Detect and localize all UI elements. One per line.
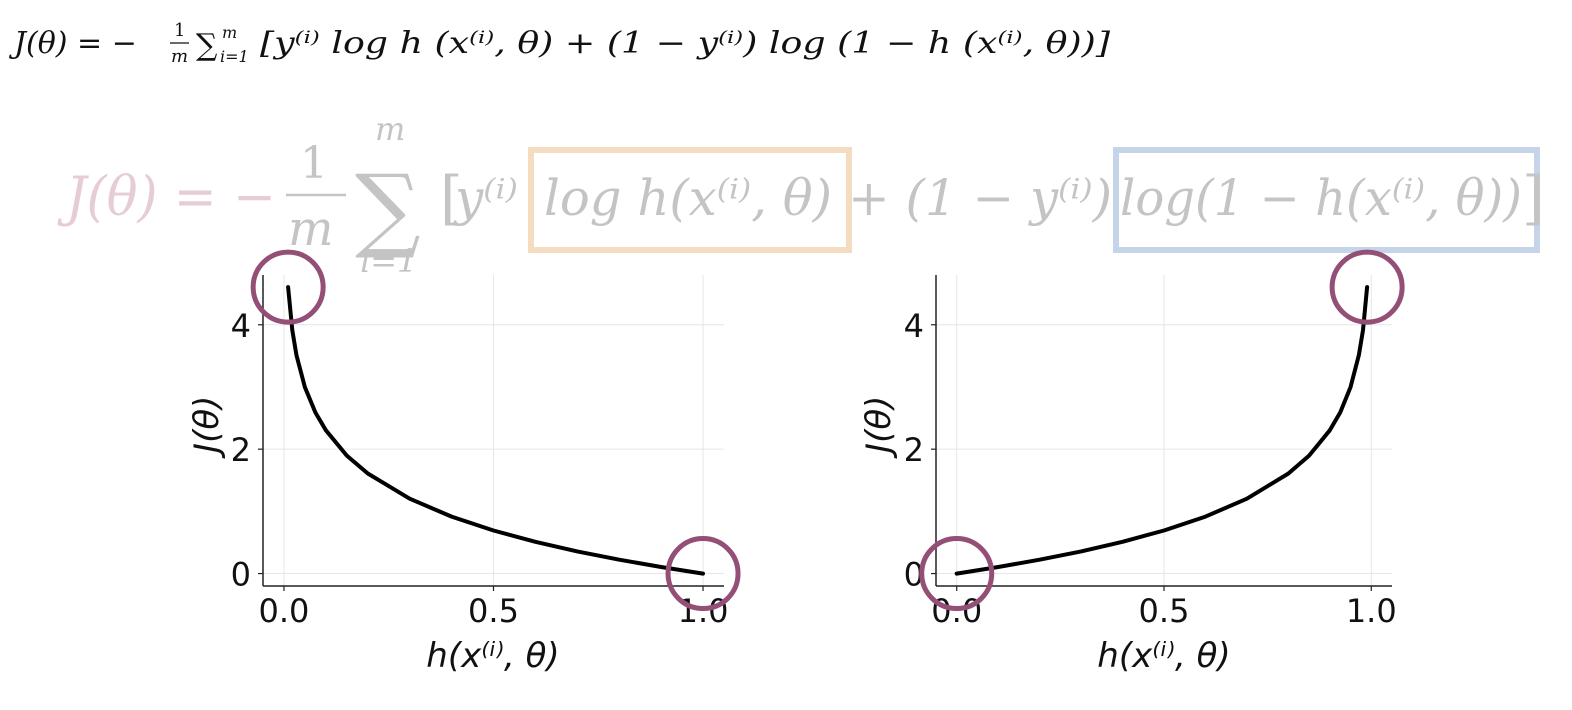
- x-axis-label: h(x⁽ⁱ⁾, θ): [426, 636, 559, 676]
- y-axis-label: J(θ): [859, 396, 899, 459]
- formula-big-bracket-close: ]: [1522, 164, 1545, 232]
- formula-top-sum-lower: i=1: [220, 47, 249, 66]
- y-tick-label: 0: [231, 556, 251, 594]
- formula-top-lhs: J(θ) = −: [8, 26, 137, 61]
- x-axis-label: h(x⁽ⁱ⁾, θ): [1097, 636, 1230, 676]
- formula-big-bracket-open: [: [440, 164, 463, 232]
- highlight-circle: [250, 249, 326, 325]
- formula-top-sum-symbol: ∑: [196, 28, 218, 63]
- highlight-circle: [665, 536, 741, 612]
- formula-big: J(θ) = − 1 m ∑ m i=1 [ y⁽ⁱ⁾ log h(x⁽ⁱ⁾, …: [57, 110, 1545, 280]
- formula-big-frac-num: 1: [300, 138, 328, 189]
- y-tick-label: 4: [904, 307, 924, 345]
- formula-big-lhs: J(θ) = −: [57, 165, 276, 228]
- x-tick-label: 0.5: [468, 592, 519, 630]
- y-tick-label: 0: [904, 556, 924, 594]
- y-axis-label: J(θ): [187, 396, 227, 459]
- y-tick-label: 4: [231, 307, 251, 345]
- formula-big-term1-box: [528, 147, 852, 253]
- formula-top-sum-upper: m: [222, 23, 237, 42]
- formula-top: J(θ) = − 1 m ∑ m i=1 [y⁽ⁱ⁾ log h (x⁽ⁱ⁾, …: [8, 20, 1110, 67]
- formula-top-frac-num: 1: [174, 20, 185, 41]
- x-tick-label: 1.0: [1346, 592, 1397, 630]
- formula-big-plus-term: + (1 − y⁽ⁱ⁾): [848, 169, 1112, 227]
- formula-top-frac-den: m: [171, 46, 188, 67]
- series-line: [286, 285, 705, 576]
- formula-big-sum-lower: i=1: [360, 242, 417, 280]
- highlight-circle: [1329, 249, 1405, 325]
- y-tick-label: 2: [231, 431, 251, 469]
- formula-big-y-term: y⁽ⁱ⁾: [453, 169, 518, 227]
- formula-big-term2: log(1 − h(x⁽ⁱ⁾, θ)): [1120, 169, 1522, 227]
- formula-big-frac-den: m: [288, 201, 334, 257]
- formula-top-body: [y⁽ⁱ⁾ log h (x⁽ⁱ⁾, θ) + (1 − y⁽ⁱ⁾) log (…: [260, 26, 1110, 61]
- formula-big-term2-box: [1113, 147, 1540, 253]
- formula-big-term1: log h(x⁽ⁱ⁾, θ): [544, 169, 832, 227]
- highlight-circle: [919, 536, 995, 612]
- formula-big-sum-symbol: ∑: [355, 155, 421, 262]
- x-tick-label: 0.5: [1139, 592, 1190, 630]
- series-line: [954, 285, 1370, 576]
- x-tick-label: 0.0: [259, 592, 310, 630]
- y-tick-label: 2: [904, 431, 924, 469]
- formula-big-sum-upper: m: [375, 110, 405, 148]
